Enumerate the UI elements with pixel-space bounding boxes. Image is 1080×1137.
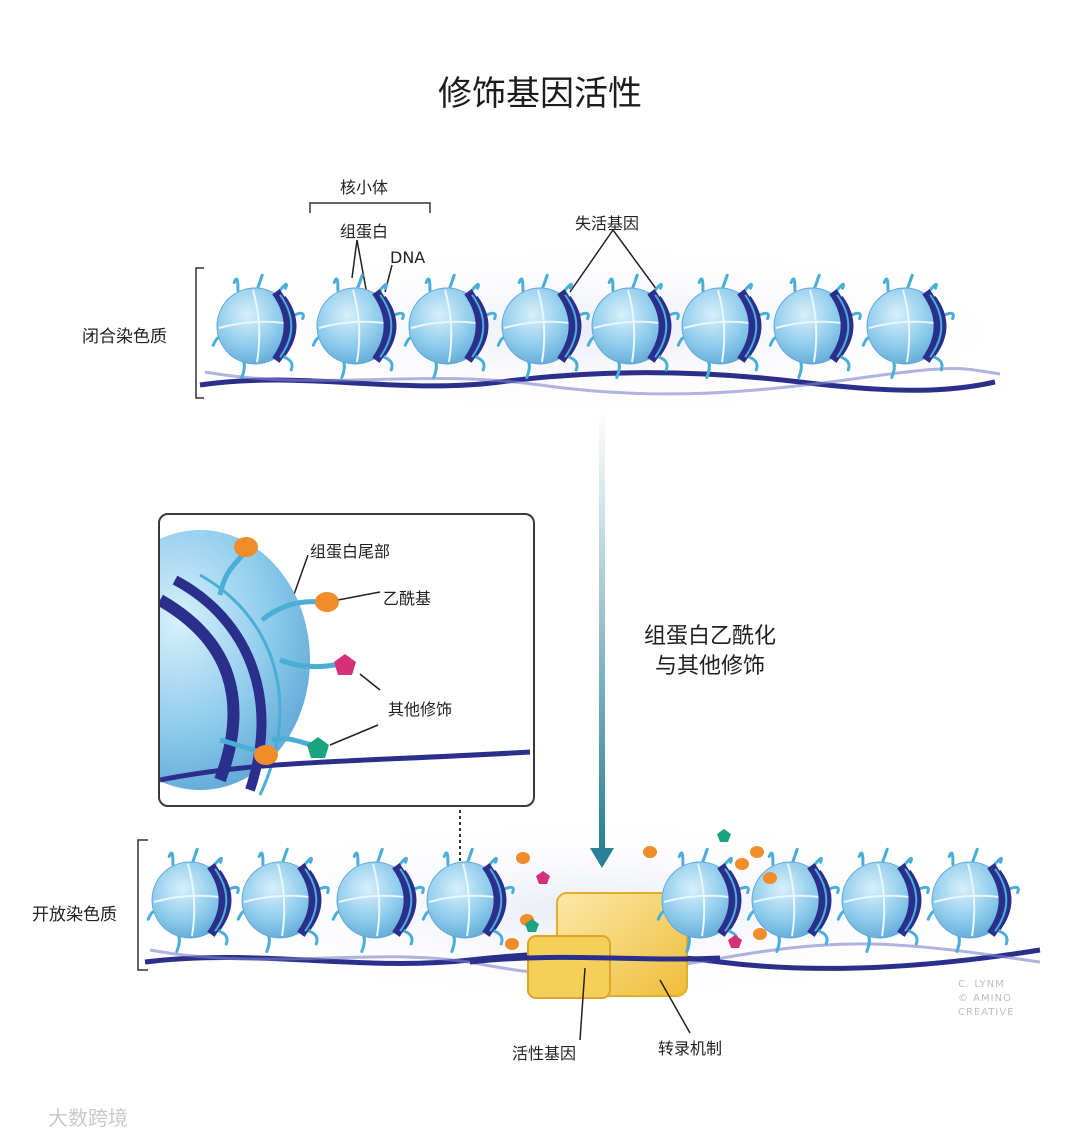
nucleosome-shape — [586, 273, 680, 379]
other-mods-label: 其他修饰 — [388, 700, 453, 719]
dna-label: DNA — [390, 248, 426, 267]
closed-chromatin-fiber — [199, 367, 1001, 396]
transcription-machinery-shape — [527, 892, 688, 999]
modification-mark — [753, 928, 767, 940]
transition-arrow — [590, 410, 614, 868]
nucleosome-shape — [331, 847, 425, 953]
arrow-caption-line1: 组蛋白乙酰化 — [643, 624, 776, 649]
page-title: 修饰基因活性 — [438, 74, 642, 114]
closed-chromatin-label: 闭合染色质 — [82, 327, 167, 347]
inactive-gene-label: 失活基因 — [575, 214, 640, 233]
open-chromatin-label: 开放染色质 — [32, 905, 117, 925]
nucleosome-shape — [836, 847, 930, 953]
modification-mark — [525, 919, 539, 932]
modification-mark — [516, 852, 530, 864]
nucleosome-shape — [656, 847, 750, 953]
detail-inset-frame — [158, 513, 535, 807]
nucleosome-layer — [146, 273, 1020, 953]
acetyl-label: 乙酰基 — [383, 589, 432, 608]
nucleosome-shape — [926, 847, 1020, 953]
nucleosome-shape — [211, 273, 305, 379]
nucleosome-shape — [236, 847, 330, 953]
nucleosome-shape — [768, 273, 862, 379]
modification-mark — [717, 829, 731, 842]
modification-mark — [750, 846, 764, 858]
inset-detail-art — [160, 530, 531, 796]
nucleosome-shape — [403, 273, 497, 379]
histone-label: 组蛋白 — [340, 222, 389, 241]
watermark-text: 大数跨境 — [48, 1106, 128, 1130]
modification-mark — [763, 872, 777, 884]
nucleosome-shape — [861, 273, 955, 379]
modification-mark — [505, 938, 519, 950]
nucleosome-shape — [311, 273, 405, 379]
active-gene-label: 活性基因 — [512, 1044, 577, 1063]
arrow-caption-line2: 与其他修饰 — [654, 654, 765, 679]
credit-line1: C. LYNM — [958, 979, 1005, 990]
modification-mark — [735, 858, 749, 870]
nucleosome-shape — [496, 273, 590, 379]
transcription-machinery-label: 转录机制 — [658, 1039, 723, 1058]
nucleosome-label: 核小体 — [340, 178, 389, 197]
nucleosome-shape — [146, 847, 240, 953]
histone-tail-label: 组蛋白尾部 — [310, 542, 391, 561]
credit-line2: © AMINO — [958, 993, 1012, 1004]
nucleosome-shape — [421, 847, 515, 953]
modification-mark — [728, 935, 742, 948]
nucleosome-shape — [676, 273, 770, 379]
credit-line3: CREATIVE — [958, 1007, 1015, 1018]
modification-mark — [643, 846, 657, 858]
modification-mark — [536, 871, 550, 884]
